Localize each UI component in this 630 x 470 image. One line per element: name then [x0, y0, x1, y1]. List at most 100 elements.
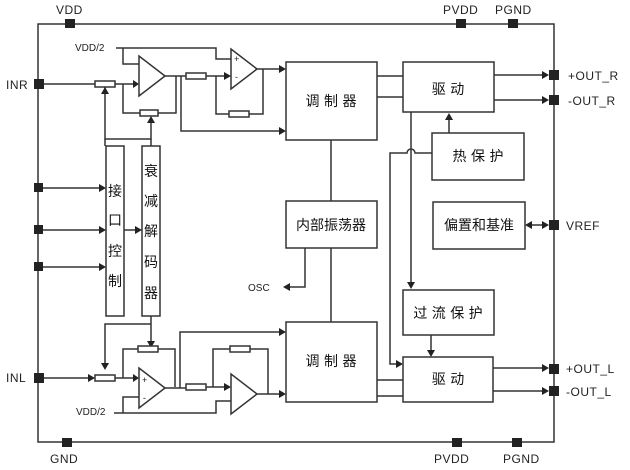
resistor-l-in	[94, 374, 116, 382]
wire-vdd-half-opamp1	[122, 48, 139, 65]
label-vdd-half-bottom: VDD/2	[76, 407, 106, 418]
pin-label-inr: INR	[6, 78, 28, 92]
pin-pgnd-top	[508, 19, 518, 28]
arrow-out-r-pos	[542, 71, 549, 79]
attenuation-decoder-char-5: 器	[144, 286, 158, 302]
pin-out-r-neg	[549, 95, 559, 105]
resistor-l-fb2	[229, 345, 251, 353]
wire-fb2-l-left	[212, 348, 230, 387]
attenuation-decoder-char-3: 解	[144, 224, 158, 240]
arrow-pot-r-fb	[147, 116, 155, 123]
pin-label-pgnd-bottom: PGND	[503, 452, 540, 466]
modulator-r-label: 调 制 器	[306, 94, 357, 110]
label-vdd-half-top: VDD/2	[75, 43, 105, 54]
wire-fb-l-left	[122, 348, 138, 378]
pin-label-out-r-neg: -OUT_R	[568, 94, 616, 108]
pin-vref	[549, 220, 559, 230]
pin-vdd	[65, 19, 75, 28]
driver-r-label: 驱 动	[432, 82, 464, 98]
wire-fb2-r-left	[215, 76, 229, 115]
wire-fb-r-left	[122, 84, 140, 114]
wire-mod-to-drv-l	[377, 379, 403, 397]
block-bias-reference	[432, 201, 526, 250]
wire-fb2-r-right	[249, 69, 264, 115]
pin-interface-1	[34, 183, 43, 192]
wire-drv-r-out	[494, 74, 543, 101]
arrow-inl	[88, 374, 95, 382]
arrow-thermal-drv-l	[396, 360, 403, 368]
label-plus-r: +	[234, 54, 239, 64]
attenuation-decoder-char-4: 码	[144, 255, 158, 271]
modulator-l-label: 调 制 器	[306, 354, 357, 370]
wire-thermal-to-drv-l	[389, 148, 432, 365]
block-thermal-protect	[431, 132, 525, 181]
arrow-vref-left	[525, 221, 532, 229]
arrow-out-r-neg	[542, 96, 549, 104]
pin-inl	[34, 373, 44, 383]
wire-vdd-half-bottom	[114, 400, 231, 414]
arrow-opamp-l-2	[224, 383, 231, 391]
block-interface-control	[105, 145, 125, 317]
arrow-pot-l-fb	[147, 341, 155, 348]
resistor-r-mid	[185, 72, 207, 80]
block-overcurrent-protect	[402, 289, 495, 336]
pin-out-l-neg	[549, 386, 559, 396]
pin-label-inl: INL	[6, 371, 26, 385]
opamp-r-2	[230, 47, 259, 91]
arrow-mod-l-2	[279, 390, 286, 398]
arrow-vref-right	[542, 221, 549, 229]
interface-control-char-1: 接	[108, 183, 122, 200]
resistor-r-in	[94, 80, 116, 88]
wire-opamp1-to-mod-l	[179, 331, 280, 388]
block-modulator-l	[285, 321, 378, 403]
pin-label-vref: VREF	[566, 219, 600, 233]
pin-label-out-l-pos: +OUT_L	[566, 362, 615, 376]
pin-label-out-r-pos: +OUT_R	[568, 69, 619, 83]
opamp-r-1	[138, 54, 167, 98]
arrow-r-in	[133, 80, 139, 88]
arrow-mod-l-1	[279, 328, 286, 336]
wire-vdd-half-opamp-l1	[122, 396, 139, 413]
block-driver-r	[402, 61, 495, 113]
arrow-l-in	[133, 374, 139, 382]
arrow-mod-r-1	[279, 65, 286, 73]
arrow-ocp-drv-l	[427, 350, 435, 357]
pin-label-pvdd-top: PVDD	[443, 3, 478, 17]
pin-label-pgnd-top: PGND	[495, 3, 532, 17]
interface-control-char-2: 口	[108, 213, 122, 229]
opamp-l-2	[230, 372, 259, 416]
arrow-thermal-drv-r	[445, 113, 453, 120]
resistor-l-fb	[137, 345, 159, 353]
attenuation-decoder-char-1: 衰	[144, 163, 158, 180]
thermal-protect-label: 热 保 护	[453, 149, 504, 165]
bias-reference-label: 偏置和基准	[444, 217, 514, 234]
arrow-out-l-neg	[542, 387, 549, 395]
resistor-r-fb2	[228, 110, 250, 118]
label-minus-r: -	[235, 72, 238, 82]
pin-pvdd-bottom	[452, 438, 462, 447]
wire-fb2-l-right	[250, 348, 269, 394]
wire-drv-l-out	[493, 367, 543, 392]
wire-fb-l-right	[158, 348, 176, 387]
block-driver-l	[402, 356, 494, 403]
interface-control-char-3: 控	[108, 244, 122, 260]
wire-interface-pins	[43, 187, 100, 268]
arrow-interface-2	[99, 226, 106, 234]
arrow-osc	[283, 283, 290, 291]
pin-interface-3	[34, 262, 43, 271]
pin-label-out-l-neg: -OUT_L	[566, 385, 612, 399]
pin-label-vdd: VDD	[56, 3, 83, 17]
pin-out-r-pos	[549, 70, 559, 80]
arrow-interface-decoder	[135, 226, 142, 234]
attenuation-decoder-char-2: 减	[144, 194, 158, 210]
resistor-l-mid	[185, 383, 207, 391]
pin-interface-2	[34, 225, 43, 234]
arrow-pot-r-in	[101, 87, 109, 94]
overcurrent-protect-label: 过 流 保 护	[413, 306, 482, 322]
arrow-ocp	[407, 282, 415, 289]
wire-mod-to-drv-r	[377, 75, 403, 98]
label-plus-l: +	[142, 375, 147, 385]
pin-label-gnd: GND	[50, 452, 78, 466]
arrow-interface-1	[99, 184, 106, 192]
